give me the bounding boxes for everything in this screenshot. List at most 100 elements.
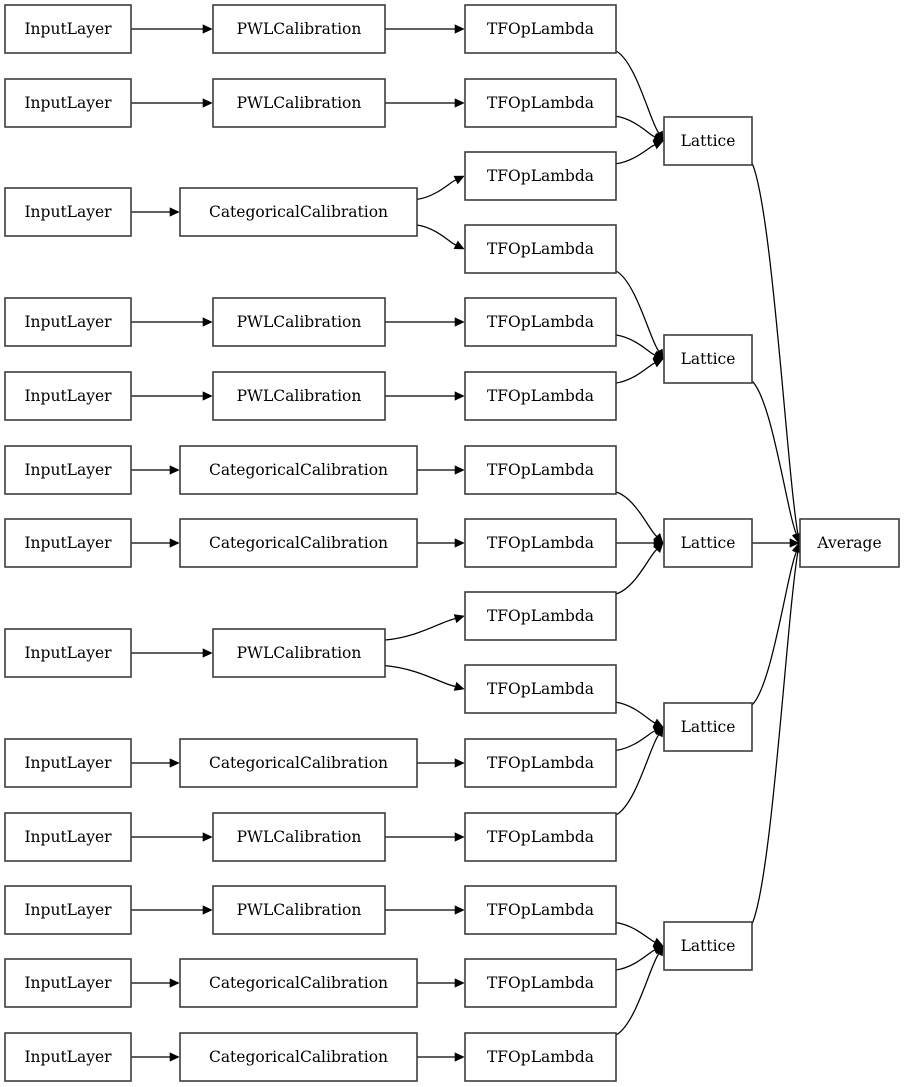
node-avg-average[interactable]: Average xyxy=(799,518,900,568)
node-in2-inputlayer[interactable]: InputLayer xyxy=(4,78,132,128)
node-box[interactable] xyxy=(464,445,617,495)
node-in3-inputlayer[interactable]: InputLayer xyxy=(4,187,132,237)
node-box[interactable] xyxy=(464,371,617,421)
node-box[interactable] xyxy=(4,958,132,1008)
node-box[interactable] xyxy=(663,116,753,166)
node-box[interactable] xyxy=(464,958,617,1008)
node-in1-inputlayer[interactable]: InputLayer xyxy=(4,4,132,54)
node-cal12-categoricalcalibration[interactable]: CategoricalCalibration xyxy=(179,958,418,1008)
node-box[interactable] xyxy=(464,151,617,201)
node-box[interactable] xyxy=(464,297,617,347)
node-lat4-lattice[interactable]: Lattice xyxy=(663,702,753,752)
node-in8-inputlayer[interactable]: InputLayer xyxy=(4,628,132,678)
node-lam10-tfoplambda[interactable]: TFOpLambda xyxy=(464,664,617,714)
node-lam13-tfoplambda[interactable]: TFOpLambda xyxy=(464,885,617,935)
node-box[interactable] xyxy=(4,371,132,421)
node-cal8-pwlcalibration[interactable]: PWLCalibration xyxy=(212,628,386,678)
node-lam6-tfoplambda[interactable]: TFOpLambda xyxy=(464,371,617,421)
node-box[interactable] xyxy=(212,628,386,678)
node-lam7-tfoplambda[interactable]: TFOpLambda xyxy=(464,445,617,495)
node-box[interactable] xyxy=(4,1032,132,1082)
node-box[interactable] xyxy=(179,958,418,1008)
node-box[interactable] xyxy=(212,297,386,347)
node-cal1-pwlcalibration[interactable]: PWLCalibration xyxy=(212,4,386,54)
node-box[interactable] xyxy=(464,738,617,788)
node-cal5-pwlcalibration[interactable]: PWLCalibration xyxy=(212,371,386,421)
node-box[interactable] xyxy=(4,738,132,788)
node-box[interactable] xyxy=(663,518,753,568)
node-box[interactable] xyxy=(464,518,617,568)
node-box[interactable] xyxy=(179,738,418,788)
node-box[interactable] xyxy=(464,664,617,714)
node-cal10-pwlcalibration[interactable]: PWLCalibration xyxy=(212,812,386,862)
node-box[interactable] xyxy=(179,187,418,237)
arrowhead-icon xyxy=(202,98,213,108)
node-lat1-lattice[interactable]: Lattice xyxy=(663,116,753,166)
node-box[interactable] xyxy=(212,4,386,54)
node-lam2-tfoplambda[interactable]: TFOpLambda xyxy=(464,78,617,128)
node-in9-inputlayer[interactable]: InputLayer xyxy=(4,738,132,788)
node-lam3-tfoplambda[interactable]: TFOpLambda xyxy=(464,151,617,201)
edge-lattice-to-average xyxy=(751,542,801,706)
node-box[interactable] xyxy=(4,812,132,862)
node-box[interactable] xyxy=(663,334,753,384)
node-box[interactable] xyxy=(4,518,132,568)
node-in4-inputlayer[interactable]: InputLayer xyxy=(4,297,132,347)
node-label: InputLayer xyxy=(24,828,112,846)
node-box[interactable] xyxy=(4,628,132,678)
node-box[interactable] xyxy=(179,445,418,495)
node-cal6-categoricalcalibration[interactable]: CategoricalCalibration xyxy=(179,445,418,495)
node-lam5-tfoplambda[interactable]: TFOpLambda xyxy=(464,297,617,347)
node-in12-inputlayer[interactable]: InputLayer xyxy=(4,958,132,1008)
node-box[interactable] xyxy=(663,702,753,752)
node-box[interactable] xyxy=(4,445,132,495)
node-box[interactable] xyxy=(663,921,753,971)
node-box[interactable] xyxy=(212,885,386,935)
node-box[interactable] xyxy=(464,812,617,862)
node-box[interactable] xyxy=(212,812,386,862)
node-in7-inputlayer[interactable]: InputLayer xyxy=(4,518,132,568)
node-lam4-tfoplambda[interactable]: TFOpLambda xyxy=(464,224,617,274)
node-label: Lattice xyxy=(681,534,736,552)
node-box[interactable] xyxy=(464,885,617,935)
node-in10-inputlayer[interactable]: InputLayer xyxy=(4,812,132,862)
node-cal9-categoricalcalibration[interactable]: CategoricalCalibration xyxy=(179,738,418,788)
node-lam15-tfoplambda[interactable]: TFOpLambda xyxy=(464,1032,617,1082)
edge-layer xyxy=(131,24,803,1062)
node-lam1-tfoplambda[interactable]: TFOpLambda xyxy=(464,4,617,54)
node-box[interactable] xyxy=(212,78,386,128)
node-box[interactable] xyxy=(179,518,418,568)
node-lat2-lattice[interactable]: Lattice xyxy=(663,334,753,384)
node-box[interactable] xyxy=(4,885,132,935)
arrowhead-icon xyxy=(169,538,180,548)
node-box[interactable] xyxy=(179,1032,418,1082)
node-in11-inputlayer[interactable]: InputLayer xyxy=(4,885,132,935)
node-cal3-categoricalcalibration[interactable]: CategoricalCalibration xyxy=(179,187,418,237)
node-lam9-tfoplambda[interactable]: TFOpLambda xyxy=(464,591,617,641)
node-in6-inputlayer[interactable]: InputLayer xyxy=(4,445,132,495)
node-lam11-tfoplambda[interactable]: TFOpLambda xyxy=(464,738,617,788)
node-cal2-pwlcalibration[interactable]: PWLCalibration xyxy=(212,78,386,128)
node-lam14-tfoplambda[interactable]: TFOpLambda xyxy=(464,958,617,1008)
node-box[interactable] xyxy=(4,187,132,237)
node-box[interactable] xyxy=(464,4,617,54)
node-lam12-tfoplambda[interactable]: TFOpLambda xyxy=(464,812,617,862)
node-in5-inputlayer[interactable]: InputLayer xyxy=(4,371,132,421)
node-cal7-categoricalcalibration[interactable]: CategoricalCalibration xyxy=(179,518,418,568)
node-box[interactable] xyxy=(4,297,132,347)
node-cal11-pwlcalibration[interactable]: PWLCalibration xyxy=(212,885,386,935)
node-lam8-tfoplambda[interactable]: TFOpLambda xyxy=(464,518,617,568)
node-box[interactable] xyxy=(212,371,386,421)
node-lat5-lattice[interactable]: Lattice xyxy=(663,921,753,971)
node-box[interactable] xyxy=(799,518,900,568)
node-cal4-pwlcalibration[interactable]: PWLCalibration xyxy=(212,297,386,347)
node-in13-inputlayer[interactable]: InputLayer xyxy=(4,1032,132,1082)
node-box[interactable] xyxy=(4,4,132,54)
node-box[interactable] xyxy=(464,224,617,274)
node-box[interactable] xyxy=(464,591,617,641)
node-box[interactable] xyxy=(464,78,617,128)
node-cal13-categoricalcalibration[interactable]: CategoricalCalibration xyxy=(179,1032,418,1082)
node-lat3-lattice[interactable]: Lattice xyxy=(663,518,753,568)
node-box[interactable] xyxy=(464,1032,617,1082)
node-box[interactable] xyxy=(4,78,132,128)
